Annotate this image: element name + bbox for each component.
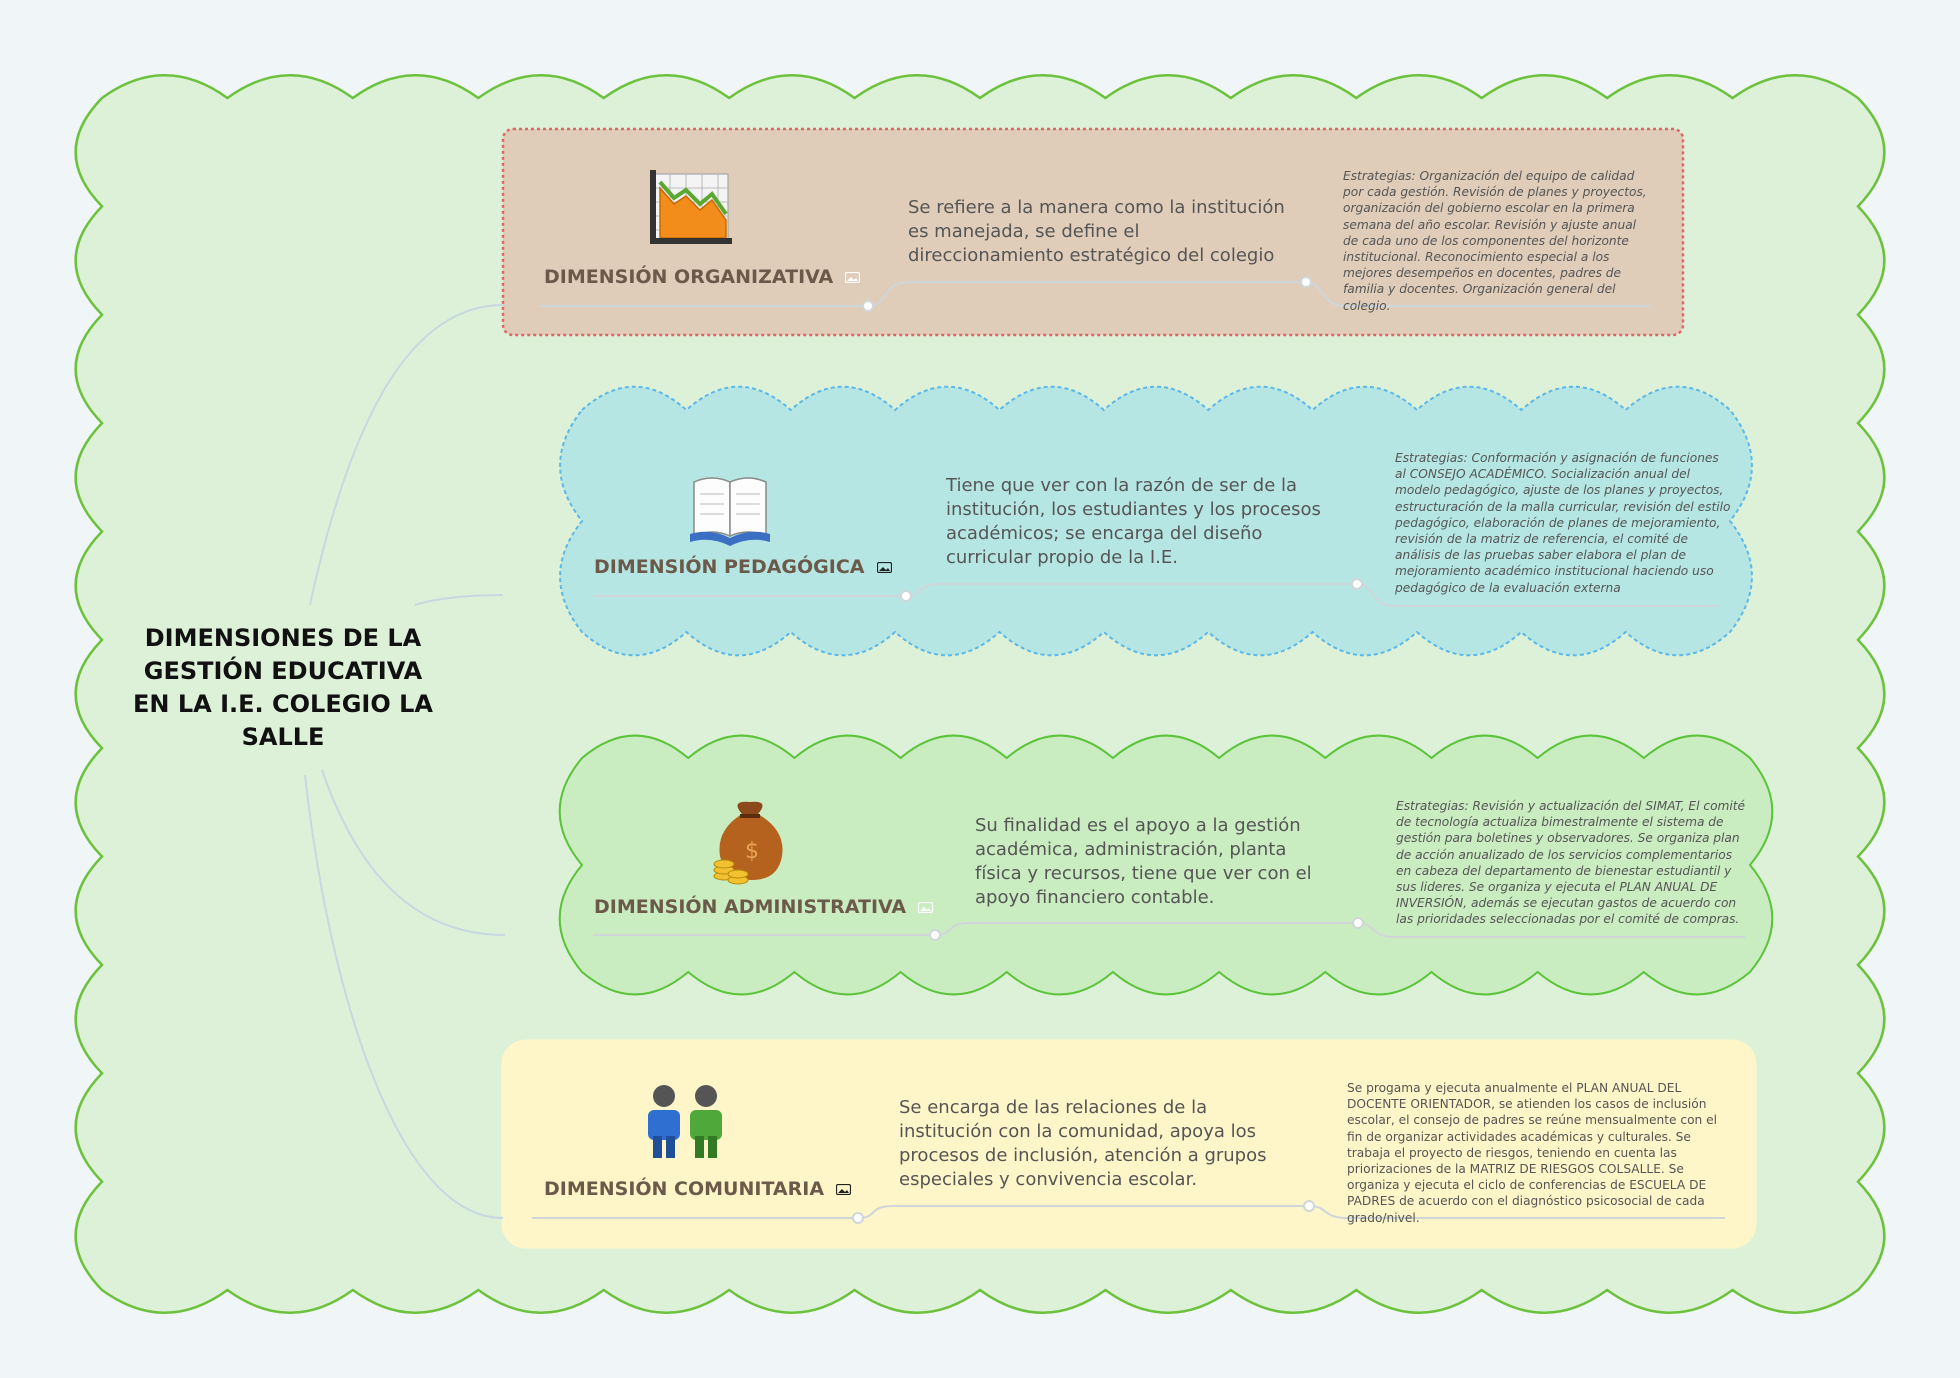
branch-title-organizativa[interactable]: DIMENSIÓN ORGANIZATIVA [544, 266, 861, 288]
junction-node [1300, 276, 1312, 288]
branch-title-comunitaria[interactable]: DIMENSIÓN COMUNITARIA [544, 1178, 852, 1200]
image-attachment-icon[interactable] [918, 902, 934, 913]
branch-cloud-pedagogica[interactable] [559, 385, 1753, 657]
connector-pedagogica [414, 594, 504, 606]
image-attachment-icon[interactable] [836, 1184, 852, 1195]
junction-node [1303, 1200, 1315, 1212]
central-topic[interactable]: DIMENSIONES DE LA GESTIÓN EDUCATIVA EN L… [133, 624, 433, 751]
branch-cloud-administrativa[interactable] [558, 734, 1774, 996]
junction-node [900, 590, 912, 602]
junction-node [852, 1212, 864, 1224]
branch-box-comunitaria[interactable] [501, 1039, 1757, 1249]
money-bag-icon: $ [713, 801, 783, 885]
junction-node [1351, 578, 1363, 590]
connector-administrativa [321, 769, 506, 936]
connector-organizativa [309, 304, 504, 606]
branch-description-pedagogica: Tiene que ver con la razón de ser de la … [946, 475, 1321, 568]
underline-organizativa [540, 281, 1650, 307]
branch-strategies-organizativa: Estrategias: Organización del equipo de … [1343, 169, 1647, 313]
branch-strategies-comunitaria: Se progama y ejecuta anualmente el PLAN … [1347, 1081, 1718, 1225]
people-icon [648, 1085, 722, 1158]
branch-description-organizativa: Se refiere a la manera como la instituci… [908, 197, 1285, 266]
underline-comunitaria [532, 1205, 1725, 1219]
branch-box-organizativa[interactable] [501, 127, 1685, 337]
branch-strategies-administrativa: Estrategias: Revisión y actualización de… [1396, 799, 1746, 927]
image-attachment-icon[interactable] [845, 272, 861, 283]
branch-strategies-pedagogica: Estrategias: Conformación y asignación d… [1395, 451, 1731, 595]
open-book-icon [690, 477, 770, 546]
junction-node [929, 929, 941, 941]
junction-node [862, 300, 874, 312]
junction-node [1352, 917, 1364, 929]
outer-cloud-boundary [74, 74, 1886, 1314]
connector-comunitaria [304, 774, 504, 1219]
branch-description-administrativa: Su finalidad es el apoyo a la gestión ac… [975, 815, 1312, 908]
image-attachment-icon[interactable] [876, 562, 892, 573]
branch-title-pedagogica[interactable]: DIMENSIÓN PEDAGÓGICA [594, 556, 892, 578]
chart-icon [650, 170, 732, 244]
branch-title-administrativa[interactable]: DIMENSIÓN ADMINISTRATIVA [594, 896, 934, 918]
svg-text:$: $ [745, 839, 759, 864]
branch-description-comunitaria: Se encarga de las relaciones de la insti… [899, 1097, 1267, 1190]
underline-administrativa [593, 922, 1745, 938]
